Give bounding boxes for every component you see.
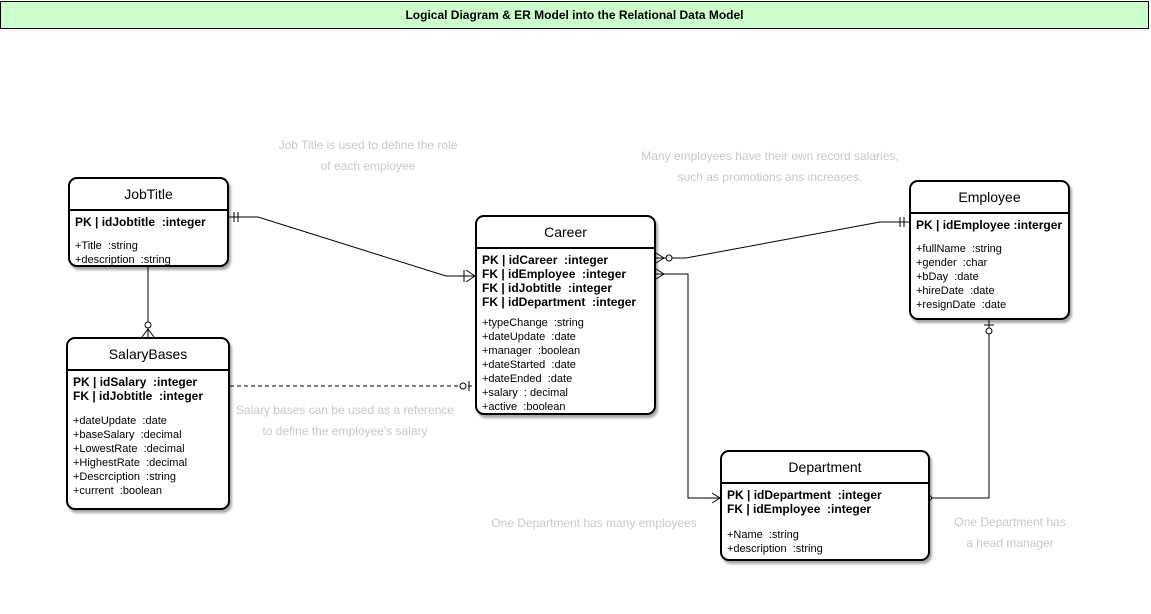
attribute-field: +resignDate :date xyxy=(916,299,1007,311)
key-field: FK | idDepartment :integer xyxy=(482,295,637,309)
entity-department[interactable]: Department PK | idDepartment :integer FK… xyxy=(720,450,930,561)
diagram-title: Logical Diagram & ER Model into the Rela… xyxy=(405,8,744,22)
key-field: PK | idJobtitle :integer xyxy=(75,215,206,229)
rel-jobtitle-career xyxy=(229,212,476,283)
attribute-field: +Descrciption :string xyxy=(73,471,177,483)
entity-salarybases-keys: PK | idSalary :integer FK | idJobtitle :… xyxy=(68,371,228,407)
attribute-field: +salary : decimal xyxy=(482,387,568,399)
note-jobtitle-role: Job Title is used to define the role of … xyxy=(268,135,468,177)
note-line: Many employees have their own record sal… xyxy=(641,149,899,163)
attribute-field: +hireDate :date xyxy=(916,285,995,297)
entity-salarybases-header: SalaryBases xyxy=(68,339,228,371)
attribute-field: +dateStarted :date xyxy=(482,359,576,371)
attribute-field: +Title :string xyxy=(75,240,138,252)
rel-employee-department xyxy=(926,320,994,501)
attribute-field: +dateUpdate :date xyxy=(482,331,576,343)
entity-career-attributes: +typeChange :string +dateUpdate :date +m… xyxy=(477,313,654,418)
rel-jobtitle-salarybases xyxy=(141,267,155,338)
rel-career-employee xyxy=(655,217,909,264)
rel-salarybases-career xyxy=(230,381,475,391)
attribute-field: +typeChange :string xyxy=(482,317,584,329)
key-field: PK | idSalary :integer xyxy=(73,375,198,389)
key-field: FK | idEmployee :integer xyxy=(482,267,627,281)
attribute-field: +baseSalary :decimal xyxy=(73,429,182,441)
note-line: One Department has xyxy=(954,515,1066,529)
entity-jobtitle-attributes: +Title :string +description :string xyxy=(70,233,227,271)
note-department-employees: One Department has many employees xyxy=(484,513,704,534)
entity-jobtitle-header: JobTitle xyxy=(70,179,227,211)
key-field: PK | idEmployee :interger xyxy=(916,218,1063,232)
entity-employee-keys: PK | idEmployee :interger xyxy=(911,214,1068,236)
key-field: FK | idEmployee :integer xyxy=(727,502,872,516)
key-field: PK | idCareer :integer xyxy=(482,253,609,267)
attribute-field: +current :boolean xyxy=(73,485,162,497)
note-line: Salary bases can be used as a reference xyxy=(235,403,455,417)
attribute-field: +description :string xyxy=(727,543,823,555)
attribute-field: +active :boolean xyxy=(482,401,566,413)
note-line: of each employee xyxy=(320,159,416,173)
key-field: FK | idJobtitle :integer xyxy=(482,281,613,295)
key-field: FK | idJobtitle :integer xyxy=(73,389,204,403)
entity-career-header: Career xyxy=(477,217,654,249)
rel-career-department xyxy=(655,268,721,504)
note-line: One Department has many employees xyxy=(491,516,697,530)
note-line: such as promotions ans increases. xyxy=(677,170,863,184)
entity-jobtitle[interactable]: JobTitle PK | idJobtitle :integer +Title… xyxy=(68,177,229,267)
entity-jobtitle-keys: PK | idJobtitle :integer xyxy=(70,211,227,233)
attribute-field: +manager :boolean xyxy=(482,345,581,357)
entity-salarybases-attributes: +dateUpdate :date +baseSalary :decimal +… xyxy=(68,407,228,502)
attribute-field: +gender :char xyxy=(916,257,988,269)
entity-career-keys: PK | idCareer :integer FK | idEmployee :… xyxy=(477,249,654,313)
attribute-field: +bDay :date xyxy=(916,271,979,283)
diagram-title-banner: Logical Diagram & ER Model into the Rela… xyxy=(0,1,1149,29)
entity-department-header: Department xyxy=(722,452,928,484)
attribute-field: +LowestRate :decimal xyxy=(73,443,185,455)
entity-career[interactable]: Career PK | idCareer :integer FK | idEmp… xyxy=(475,215,656,415)
entity-salarybases[interactable]: SalaryBases PK | idSalary :integer FK | … xyxy=(66,337,230,510)
note-department-manager: One Department has a head manager xyxy=(940,512,1080,554)
attribute-field: +Name :string xyxy=(727,529,799,541)
note-line: a head manager xyxy=(966,536,1054,550)
note-line: to define the employee's salary xyxy=(262,424,428,438)
attribute-field: +HighestRate :decimal xyxy=(73,457,188,469)
entity-department-keys: PK | idDepartment :integer FK | idEmploy… xyxy=(722,484,928,520)
entity-employee[interactable]: Employee PK | idEmployee :interger +full… xyxy=(909,180,1070,320)
note-line: Job Title is used to define the role xyxy=(278,138,458,152)
attribute-field: +dateEnded :date xyxy=(482,373,573,385)
note-salary-reference: Salary bases can be used as a reference … xyxy=(230,400,460,442)
note-employee-salaries: Many employees have their own record sal… xyxy=(630,146,910,188)
entity-employee-attributes: +fullName :string +gender :char +bDay :d… xyxy=(911,236,1068,316)
entity-department-attributes: +Name :string +description :string xyxy=(722,520,928,560)
attribute-field: +description :string xyxy=(75,254,171,266)
attribute-field: +fullName :string xyxy=(916,243,1002,255)
key-field: PK | idDepartment :integer xyxy=(727,488,882,502)
attribute-field: +dateUpdate :date xyxy=(73,415,167,427)
entity-employee-header: Employee xyxy=(911,182,1068,214)
